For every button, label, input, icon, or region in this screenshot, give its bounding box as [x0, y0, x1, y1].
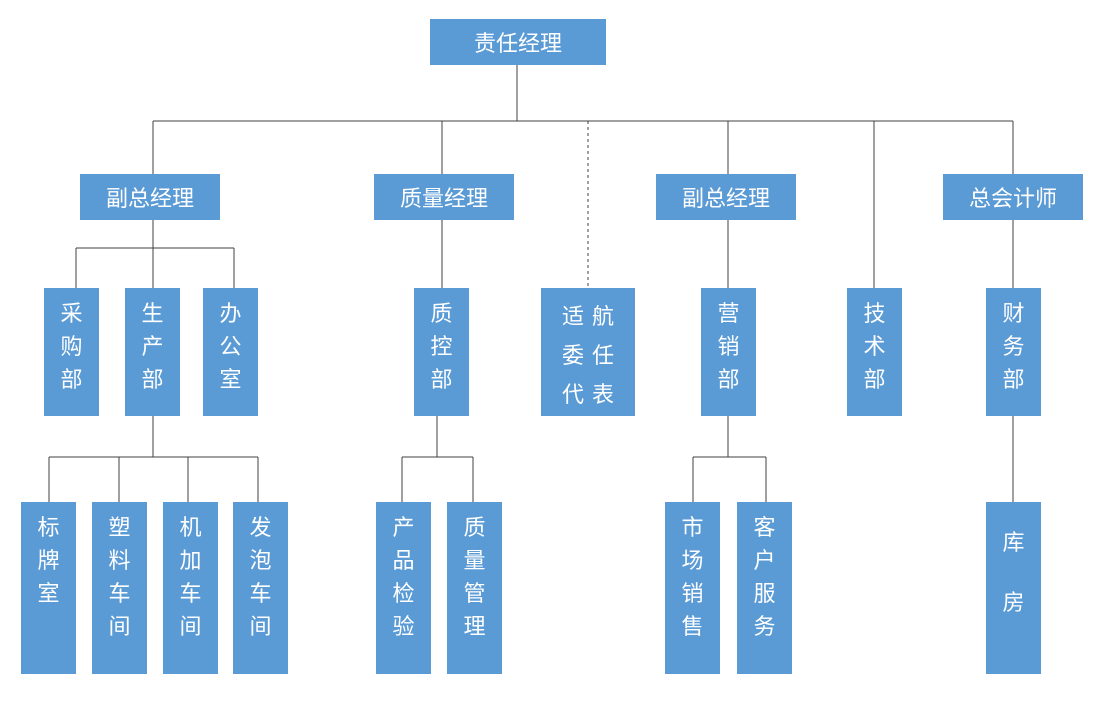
box-char: 场 — [681, 549, 704, 574]
box-char: 房 — [1002, 591, 1025, 616]
box-char: 产 — [141, 335, 164, 360]
box-char: 财 — [1002, 302, 1025, 327]
box-char: 办 — [219, 302, 242, 327]
box-foam-workshop: 发泡车间 — [233, 502, 288, 674]
box-warehouse: 库房 — [986, 502, 1041, 674]
box-char: 航 — [592, 305, 615, 330]
box-char: 泡 — [249, 549, 272, 574]
box-technology: 技术部 — [847, 288, 902, 416]
box-char: 质 — [430, 302, 453, 327]
box-char: 车 — [108, 582, 131, 607]
box-char: 间 — [249, 615, 272, 640]
box-char: 销 — [717, 335, 740, 360]
box-office: 办公室 — [203, 288, 258, 416]
box-char: 库 — [1002, 531, 1025, 556]
box-char: 服 — [753, 582, 776, 607]
box-char: 标 — [37, 516, 60, 541]
box-finance: 财务部 — [986, 288, 1041, 416]
box-production: 生产部 — [125, 288, 180, 416]
box-char: 客 — [753, 516, 776, 541]
box-char: 部 — [717, 368, 740, 393]
box-product-inspection: 产品检验 — [376, 502, 431, 674]
box-char: 质 — [463, 516, 486, 541]
box-char: 任 — [592, 344, 615, 369]
box-char: 技 — [863, 302, 886, 327]
box-char: 营 — [717, 302, 740, 327]
box-char: 户 — [753, 549, 776, 574]
box-char: 间 — [179, 615, 202, 640]
box-market-sales: 市场销售 — [665, 502, 720, 674]
box-char: 部 — [863, 368, 886, 393]
box-char: 控 — [430, 335, 453, 360]
box-marketing: 营销部 — [701, 288, 756, 416]
box-char: 表 — [592, 383, 615, 408]
box-char: 代 — [561, 383, 584, 408]
box-char: 产 — [392, 516, 415, 541]
box-char: 适 — [561, 305, 584, 330]
box-char: 务 — [1002, 335, 1025, 360]
box-char: 购 — [60, 335, 83, 360]
box-char: 车 — [179, 582, 202, 607]
box-char: 部 — [430, 368, 453, 393]
box-char: 量 — [463, 549, 486, 574]
box-vp-sales: 副总经理 — [656, 174, 796, 220]
box-chief-accountant: 总会计师 — [943, 174, 1083, 220]
box-char: 验 — [392, 615, 415, 640]
box-char: 部 — [141, 368, 164, 393]
box-char: 料 — [108, 549, 131, 574]
box-char: 部 — [1002, 368, 1025, 393]
box-char: 生 — [141, 302, 164, 327]
box-machining-workshop: 机加车间 — [163, 502, 218, 674]
box-airworthiness-representative: 适委代 航任表 — [541, 288, 635, 416]
box-purchasing: 采购部 — [44, 288, 99, 416]
box-char: 销 — [681, 582, 704, 607]
box-char: 委 — [561, 344, 584, 369]
box-char: 间 — [108, 615, 131, 640]
box-char: 采 — [60, 302, 83, 327]
box-char: 市 — [681, 516, 704, 541]
box-char: 术 — [863, 335, 886, 360]
box-char: 牌 — [37, 549, 60, 574]
airworthiness-left-column: 适委代 — [562, 298, 584, 416]
box-char: 品 — [392, 549, 415, 574]
box-char: 车 — [249, 582, 272, 607]
box-quality-control: 质控部 — [414, 288, 469, 416]
box-char: 管 — [463, 582, 486, 607]
box-char: 塑 — [108, 516, 131, 541]
box-quality-management: 质量管理 — [447, 502, 502, 674]
box-plastic-workshop: 塑料车间 — [92, 502, 147, 674]
box-char: 发 — [249, 516, 272, 541]
box-char: 部 — [60, 368, 83, 393]
box-customer-service: 客户服务 — [737, 502, 792, 674]
box-vp-production: 副总经理 — [80, 174, 220, 220]
box-labeling-room: 标牌室 — [21, 502, 76, 674]
box-char: 加 — [179, 549, 202, 574]
box-char: 售 — [681, 615, 704, 640]
box-char: 室 — [219, 368, 242, 393]
box-char: 理 — [463, 615, 486, 640]
box-char: 机 — [179, 516, 202, 541]
box-responsible-manager: 责任经理 — [430, 19, 606, 65]
box-char: 公 — [219, 335, 242, 360]
box-char: 务 — [753, 615, 776, 640]
box-quality-manager: 质量经理 — [374, 174, 514, 220]
airworthiness-right-column: 航任表 — [592, 298, 614, 416]
box-char: 室 — [37, 582, 60, 607]
box-char: 检 — [392, 582, 415, 607]
